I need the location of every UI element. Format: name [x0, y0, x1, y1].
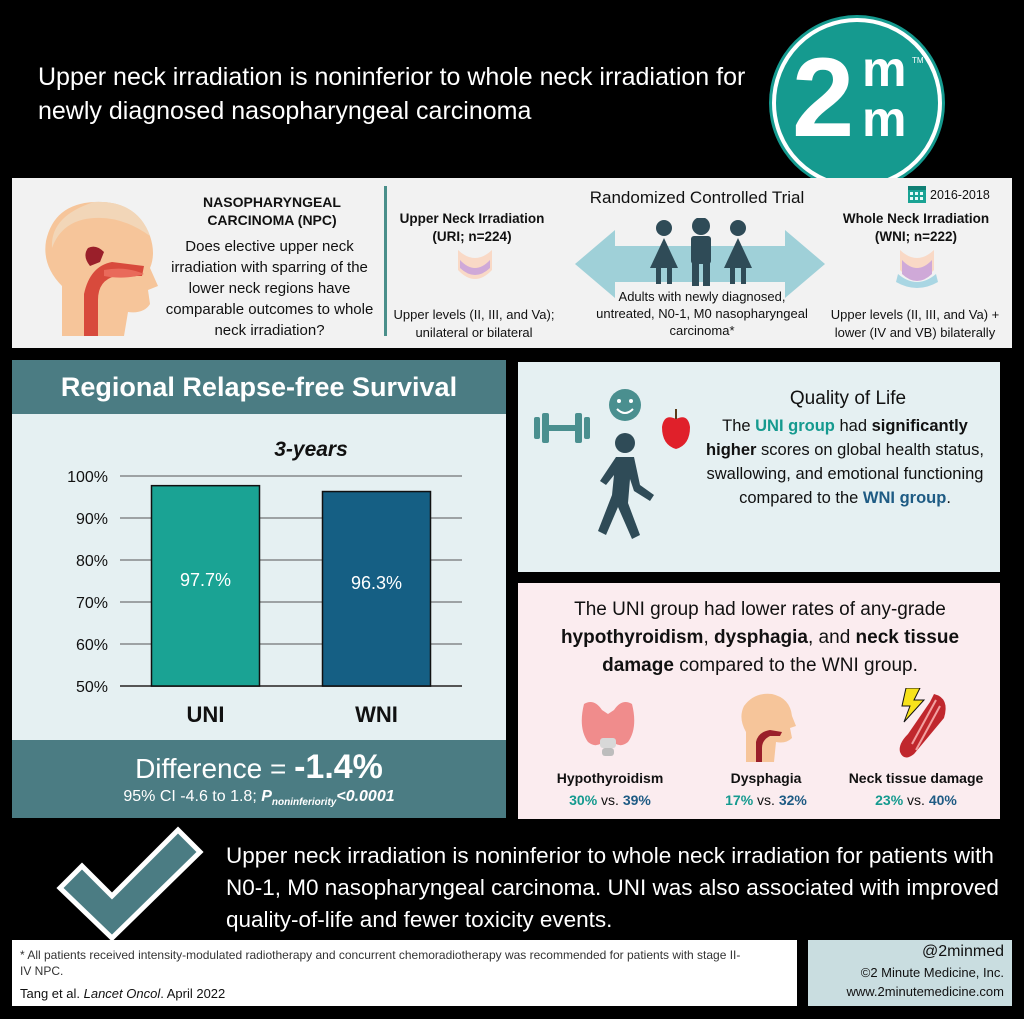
difference-result: Difference = -1.4% [12, 748, 506, 787]
tox-label-hypothyroidism: Hypothyroidism [556, 770, 664, 786]
tox-label-dysphagia: Dysphagia [730, 770, 802, 786]
neck-whole-icon [896, 250, 938, 288]
muscle-damage-icon [899, 688, 946, 758]
citation: Tang et al. Lancet Oncol. April 2022 [20, 986, 226, 1001]
uni-group-label: UNI group [755, 417, 835, 435]
website-link[interactable]: www.2minutemedicine.com [846, 984, 1004, 999]
tox-label-neck-tissue-damage: Neck tissue damage [848, 770, 984, 786]
bar-value-label: 97.7% [180, 570, 231, 590]
bar-value-label: 96.3% [351, 573, 402, 593]
qol-title: Quality of Life [789, 388, 907, 409]
calendar-icon [908, 186, 926, 208]
wni-arm-description: Upper levels (II, III, and Va) + lower (… [830, 307, 1000, 340]
healthy-lifestyle-icon [534, 389, 690, 539]
tox-values-hypothyroidism: 30% vs. 39% [569, 792, 651, 808]
company-name: ©2 Minute Medicine, Inc. [860, 965, 1004, 980]
conclusion-text: Upper neck irradiation is noninferior to… [226, 843, 999, 932]
uni-arm-description: Upper levels (II, III, and Va); unilater… [393, 307, 555, 340]
tox-values-dysphagia: 17% vs. 32% [725, 792, 807, 808]
p-label: P [261, 788, 272, 805]
x-category-label: WNI [355, 702, 398, 727]
toxicity-text: The UNI group had lower rates of any-gra… [560, 599, 960, 676]
ci-text: 95% CI -4.6 to 1.8; [123, 788, 262, 805]
difference-label: Difference = [135, 753, 295, 784]
quality-of-life-panel [518, 362, 1000, 572]
bar [321, 490, 432, 687]
thyroid-icon [581, 702, 635, 756]
smiley-icon [609, 389, 641, 421]
research-question: Does elective upper neck irradiation wit… [165, 238, 374, 339]
head-anatomy-icon [45, 201, 158, 336]
apple-icon [662, 409, 690, 449]
uni-arm-title: Upper Neck Irradiation (URI; n=224) [399, 211, 545, 244]
study-years: 2016-2018 [930, 188, 990, 202]
rrfs-heading: Regional Relapse-free Survival [12, 360, 506, 414]
y-tick-label: 50% [76, 679, 108, 696]
npc-title: NASOPHARYNGEAL CARCINOMA (NPC) [203, 194, 341, 228]
p-subscript: noninferiority [271, 797, 337, 809]
neck-upper-icon [458, 250, 492, 279]
rrfs-bar-chart: 3-years 50% 60% 70% 80% 90% 100% 97.7% UNI 96.3% W… [67, 438, 462, 727]
dumbbell-icon [534, 413, 590, 443]
social-handle[interactable]: @2minmed [921, 943, 1004, 960]
x-category-label: UNI [187, 702, 225, 727]
rct-title: Randomized Controlled Trial [589, 188, 805, 207]
walking-person-icon [598, 433, 654, 539]
population-description: Adults with newly diagnosed, untreated, … [596, 289, 808, 338]
y-tick-label: 60% [76, 637, 108, 654]
page-title: Upper neck irradiation is noninferior to… [38, 63, 746, 125]
footnote: * All patients received intensity-modula… [20, 948, 741, 978]
journal-name: Lancet Oncol [83, 986, 161, 1001]
confidence-interval: 95% CI -4.6 to 1.8; Pnoninferiority<0.00… [12, 788, 506, 808]
p-value: <0.0001 [336, 788, 395, 805]
bar [150, 484, 261, 687]
y-tick-label: 100% [67, 469, 108, 486]
study-design-panel: NASOPHARYNGEAL CARCINOMA (NPC) Does elec… [12, 178, 1012, 348]
y-tick-label: 80% [76, 553, 108, 570]
checkmark-icon [56, 826, 204, 940]
qol-text: The UNI group had significantly higher s… [706, 417, 984, 507]
divider [384, 186, 387, 336]
wni-arm-title: Whole Neck Irradiation (WNI; n=222) [842, 211, 990, 244]
dysphagia-head-icon [741, 693, 796, 762]
footer [12, 940, 797, 1006]
tox-values-neck-tissue-damage: 23% vs. 40% [875, 792, 957, 808]
brand-box [808, 940, 1012, 1006]
y-tick-label: 70% [76, 595, 108, 612]
wni-group-label: WNI group [862, 489, 947, 507]
difference-value: -1.4% [294, 748, 383, 786]
rrfs-result-bar [12, 740, 506, 818]
people-icon [650, 218, 752, 286]
chart-title: 3-years [274, 438, 348, 461]
brand-logo: 2 m m TM [772, 18, 942, 188]
y-tick-label: 90% [76, 511, 108, 528]
